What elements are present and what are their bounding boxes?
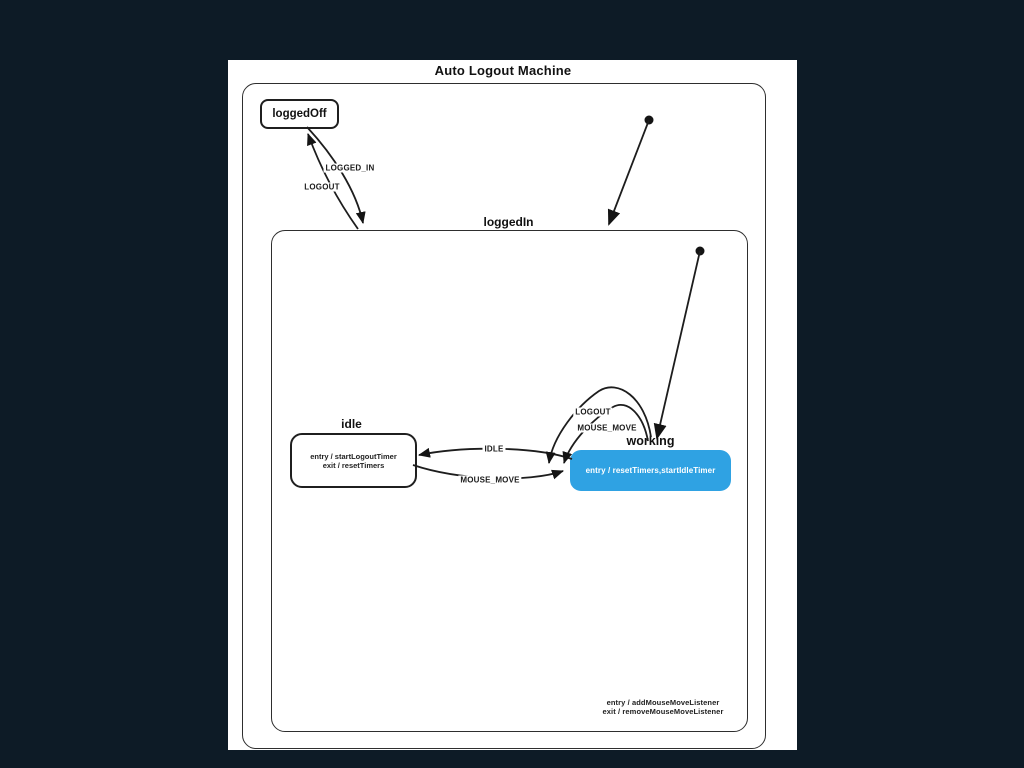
event-label-logged-in: LOGGED_IN (323, 163, 377, 173)
event-label-idle: IDLE (482, 444, 506, 454)
state-loggedin-label: loggedIn (483, 215, 534, 229)
loggedin-entry-action: entry / addMouseMoveListener (606, 698, 720, 707)
event-label-mouse-move: MOUSE_MOVE (458, 475, 522, 485)
event-label-mouse-move-self: MOUSE_MOVE (575, 423, 639, 433)
event-label-logout-self: LOGOUT (573, 407, 613, 417)
diagram-title: Auto Logout Machine (434, 63, 572, 78)
event-label-logout: LOGOUT (302, 182, 342, 192)
diagram-canvas: Auto Logout Machine loggedOff loggedIn e… (228, 60, 797, 750)
state-idle-label: idle (341, 417, 362, 431)
state-working-label: working (626, 434, 675, 448)
state-working: entry / resetTimers,startIdleTimer (570, 450, 731, 491)
working-entry-action: entry / resetTimers,startIdleTimer (585, 466, 716, 475)
state-loggedin-actions: entry / addMouseMoveListener exit / remo… (558, 698, 768, 716)
loggedin-exit-action: exit / removeMouseMoveListener (602, 707, 724, 716)
idle-exit-action: exit / resetTimers (322, 460, 385, 470)
state-loggedoff-label: loggedOff (272, 108, 327, 120)
machine-frame (242, 83, 766, 749)
state-loggedoff: loggedOff (260, 99, 339, 129)
state-idle: entry / startLogoutTimer exit / resetTim… (290, 433, 417, 488)
idle-entry-action: entry / startLogoutTimer (310, 451, 397, 461)
